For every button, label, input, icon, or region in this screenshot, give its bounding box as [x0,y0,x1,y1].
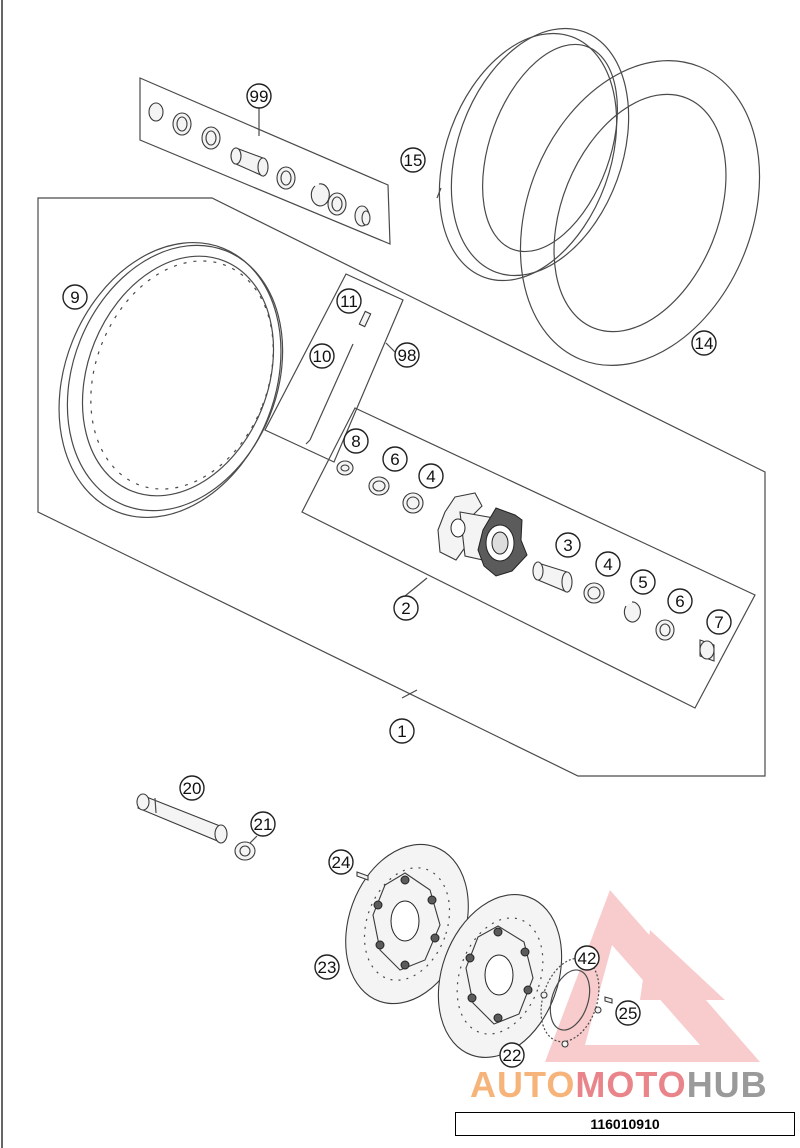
callout-9: 9 [62,284,88,310]
svg-text:6: 6 [675,592,684,611]
svg-text:10: 10 [313,347,332,366]
svg-text:11: 11 [340,292,358,311]
watermark-triangle-logo [545,890,760,1062]
callout-8: 8 [343,428,369,454]
callout-6-right: 6 [667,588,693,614]
svg-text:98: 98 [398,346,417,365]
callout-4-right: 4 [595,551,621,577]
callout-22: 22 [499,1042,525,1068]
callout-3: 3 [555,532,581,558]
callout-42: 42 [574,945,600,971]
watermark-hub: HUB [686,1064,768,1105]
svg-text:21: 21 [254,815,273,834]
svg-text:2: 2 [401,599,410,618]
callout-5: 5 [630,569,656,595]
watermark-brand-text: AUTOMOTOHUB [470,1060,800,1110]
callout-24: 24 [328,849,354,875]
svg-text:99: 99 [250,87,269,106]
svg-text:9: 9 [70,288,79,307]
svg-text:3: 3 [563,536,572,555]
svg-text:23: 23 [318,958,337,977]
callout-11: 11 [336,288,362,314]
kit-outline-98 [264,273,404,463]
brake-disc-22 [437,894,563,1058]
callout-25: 25 [615,1000,641,1026]
assembly-outline-1 [37,197,766,777]
svg-text:7: 7 [714,613,723,632]
svg-text:14: 14 [695,334,714,353]
spoke-10-nipple-11 [305,310,372,445]
watermark-auto: AUTO [470,1064,576,1105]
callout-23: 23 [314,954,340,980]
kit-outline-99 [139,77,391,245]
svg-text:1: 1 [397,722,406,741]
callout-2: 2 [393,595,419,621]
watermark-moto: MOTO [575,1064,687,1105]
callout-7: 7 [706,609,732,635]
svg-text:8: 8 [351,432,360,451]
svg-text:22: 22 [503,1046,522,1065]
screw-25 [604,996,613,1004]
svg-text:25: 25 [619,1004,638,1023]
callout-98: 98 [394,342,420,368]
brake-disc-23 [345,843,469,1005]
callout-10: 10 [309,343,335,369]
svg-text:42: 42 [578,949,597,968]
callout-1: 1 [389,718,415,744]
callout-99: 99 [246,83,272,109]
svg-text:20: 20 [183,779,202,798]
callout-4-left: 4 [418,463,444,489]
assembly-outline-2 [301,407,756,709]
svg-text:4: 4 [603,555,612,574]
hub-body [437,492,528,577]
tube-15 [436,27,630,282]
callout-6-left: 6 [382,446,408,472]
svg-text:24: 24 [332,853,351,872]
svg-text:5: 5 [638,573,647,592]
svg-text:15: 15 [404,151,423,170]
hub-left-parts [336,460,424,514]
kit-99-parts [148,102,371,227]
callout-14: 14 [691,330,717,356]
svg-text:6: 6 [390,450,399,469]
hub-right-parts [532,561,715,662]
drawing-number-box: 116010910 [455,1112,795,1136]
svg-text:4: 4 [426,467,435,486]
callout-20: 20 [179,775,205,801]
callout-21: 21 [250,811,276,837]
callout-15: 15 [400,147,426,173]
tire-14 [519,60,761,366]
rim-9 [58,241,284,519]
axle-20 [136,793,228,844]
axle-nut-21 [234,841,256,861]
screw-24 [356,871,369,881]
